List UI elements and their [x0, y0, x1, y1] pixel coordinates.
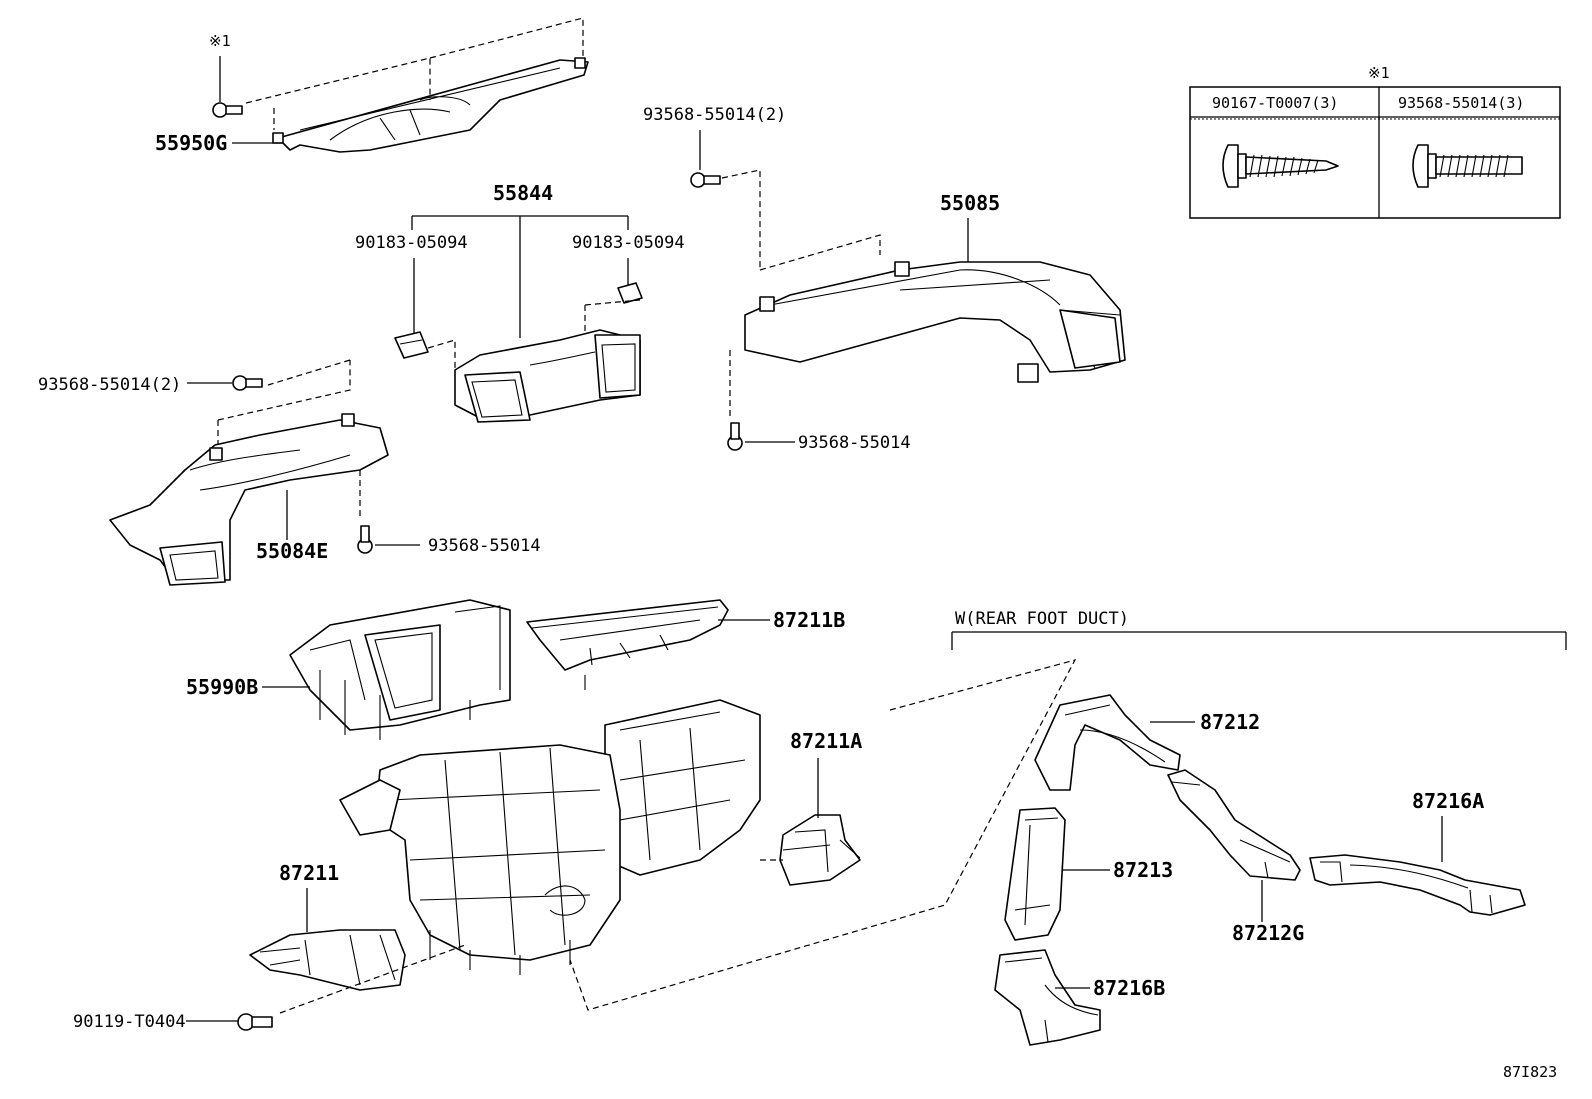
label-93568-top-55085: 93568-55014(2) — [643, 105, 786, 125]
label-87212: 87212 — [1200, 710, 1260, 734]
label-93568-bottom-55085: 93568-55014 — [798, 433, 911, 453]
screw-icon — [212, 102, 243, 118]
label-87211: 87211 — [279, 861, 339, 885]
screw-icon — [1412, 144, 1523, 188]
note-55950G: ※1 — [209, 32, 231, 50]
screw-icon — [357, 525, 373, 554]
part-55084E: 93568-55014(2) 55084E 93568-55014 — [38, 359, 541, 586]
label-55990B: 55990B — [186, 675, 258, 699]
part-87216B: 87216B — [994, 949, 1165, 1046]
fastener-legend-table: ※1 90167-T0007(3) 93568-55014(3) — [1189, 64, 1561, 219]
label-90119: 90119-T0404 — [73, 1012, 186, 1032]
screw-icon — [690, 172, 721, 188]
screw-icon — [232, 375, 263, 391]
label-55084E: 55084E — [256, 539, 328, 563]
rear-foot-duct-section: W(REAR FOOT DUCT) 87212 87213 87216B — [951, 609, 1567, 1046]
legend-frame — [1189, 86, 1561, 219]
label-87211A: 87211A — [790, 729, 862, 753]
part-87212: 87212 — [1034, 694, 1260, 791]
screw-icon — [237, 1013, 273, 1031]
clip-icon — [394, 331, 429, 359]
part-87213: 87213 — [1004, 807, 1173, 941]
part-55085: 93568-55014(2) 55085 93568-55014 — [643, 105, 1126, 453]
part-87211B: 87211B — [526, 599, 845, 690]
label-87216A: 87216A — [1412, 789, 1484, 813]
label-90183-right: 90183-05094 — [572, 233, 685, 253]
label-55085: 55085 — [940, 191, 1000, 215]
label-87216B: 87216B — [1093, 976, 1165, 1000]
label-87211B: 87211B — [773, 608, 845, 632]
label-87213: 87213 — [1113, 858, 1173, 882]
part-55950G: ※1 55950G — [155, 17, 589, 155]
label-55844: 55844 — [493, 181, 553, 205]
clip-icon — [617, 282, 643, 304]
label-55950G: 55950G — [155, 131, 227, 155]
label-93568-left-55084E: 93568-55014(2) — [38, 375, 181, 395]
part-87211: 87211 90119-T0404 — [73, 861, 466, 1032]
part-87216A: 87216A — [1309, 789, 1526, 916]
legend-col-1: 90167-T0007(3) — [1212, 94, 1338, 112]
part-55990B: 55990B — [186, 599, 511, 740]
label-90183-left: 90183-05094 — [355, 233, 468, 253]
part-55844: 55844 90183-05094 90183-05094 — [355, 181, 685, 423]
screw-icon — [727, 422, 743, 451]
legend-note: ※1 — [1368, 64, 1390, 82]
label-87212G: 87212G — [1232, 921, 1304, 945]
screw-icon — [1222, 144, 1339, 188]
label-93568-bottom-55084E: 93568-55014 — [428, 536, 541, 556]
legend-col-2: 93568-55014(3) — [1398, 94, 1524, 112]
part-87212G: 87212G — [1167, 769, 1304, 945]
hvac-unit — [339, 699, 761, 975]
rear-foot-duct-heading: W(REAR FOOT DUCT) — [955, 609, 1129, 629]
diagram-code: 87I823 — [1503, 1063, 1557, 1081]
part-87211A: 87211A — [760, 729, 862, 886]
